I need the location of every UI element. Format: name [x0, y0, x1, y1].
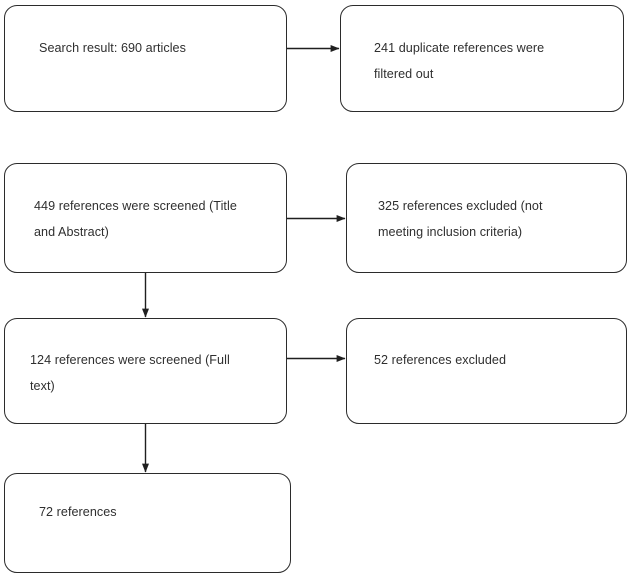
included-references-label: 72 references	[39, 505, 117, 519]
excluded-title-abstract-box[interactable]	[346, 163, 627, 273]
excluded-title-abstract-label: 325 references excluded (not meeting inc…	[378, 199, 543, 239]
search-result-box[interactable]	[4, 5, 287, 112]
screened-title-abstract-label: 449 references were screened (Title and …	[34, 199, 237, 239]
search-result-label: Search result: 690 articles	[39, 41, 186, 55]
included-references-box[interactable]	[4, 473, 291, 573]
screened-title-abstract-box[interactable]	[4, 163, 287, 273]
duplicates-removed-label: 241 duplicate references were filtered o…	[374, 41, 545, 81]
excluded-full-text-label: 52 references excluded	[374, 353, 507, 367]
excluded-full-text-box[interactable]	[346, 318, 627, 424]
screened-full-text-label: 124 references were screened (Full text)	[30, 353, 230, 393]
duplicates-removed-box[interactable]	[340, 5, 624, 112]
screened-full-text-box[interactable]	[4, 318, 287, 424]
